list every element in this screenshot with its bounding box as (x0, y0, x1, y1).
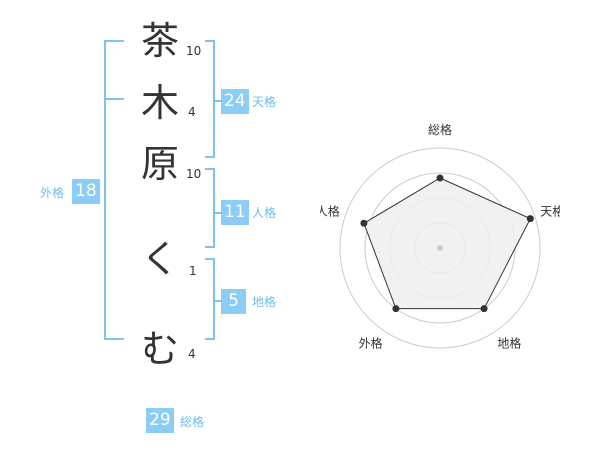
radar-point (526, 215, 534, 223)
radar-point (480, 305, 488, 313)
stroke-count-1: 10 (186, 44, 202, 58)
chikaku-label: 地格 (252, 295, 277, 309)
name-char-2: 木 (140, 81, 179, 125)
radar-axis-label: 天格 (540, 204, 560, 219)
radar-point (436, 174, 444, 182)
radar-axis-label: 総格 (428, 122, 452, 137)
soukaku-badge: 29 (146, 408, 174, 433)
soukaku-label: 総格 (180, 415, 205, 429)
chikaku-badge: 5 (221, 289, 246, 314)
radar-point (360, 219, 368, 227)
stroke-count-4: 1 (189, 264, 197, 278)
name-char-1: 茶 (140, 19, 179, 63)
radar-ring (339, 147, 541, 349)
stroke-count-5: 4 (188, 347, 196, 361)
gaikaku-badge: 18 (72, 179, 100, 204)
radar-axis-label: 地格 (497, 335, 521, 350)
jinkaku-label: 人格 (252, 206, 277, 220)
radar-point (392, 305, 400, 313)
stroke-count-3: 10 (186, 167, 202, 181)
radar-center (437, 245, 443, 251)
jinkaku-badge: 11 (221, 200, 249, 225)
radar-axis-label: 外格 (359, 335, 383, 350)
tenkaku-badge: 24 (221, 89, 249, 114)
name-char-5: む (140, 327, 179, 371)
stroke-count-2: 4 (188, 105, 196, 119)
radar-polygon (363, 177, 532, 310)
radar-axis-label: 人格 (320, 204, 340, 219)
name-char-3: 原 (140, 142, 179, 186)
tenkaku-label: 天格 (252, 95, 277, 109)
gaikaku-label: 外格 (40, 186, 65, 200)
name-char-4: く (140, 237, 179, 281)
